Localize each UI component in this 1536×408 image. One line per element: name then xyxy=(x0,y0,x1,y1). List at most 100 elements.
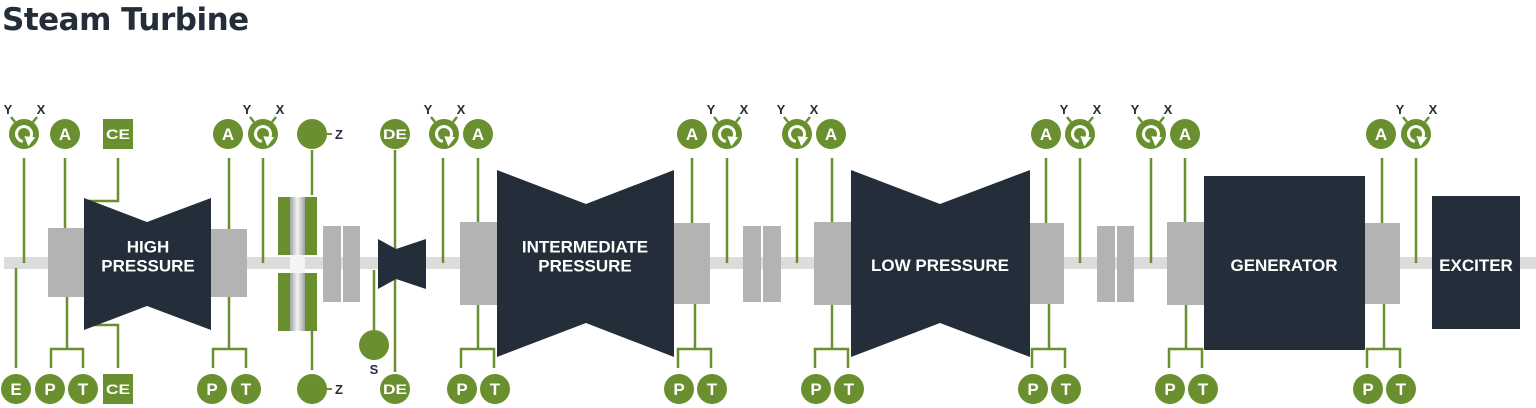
sensor-temperature[interactable]: T xyxy=(697,374,727,404)
sensor-z-axis[interactable]: Z xyxy=(297,374,343,404)
case-expansion-badge xyxy=(103,374,133,404)
sensor-differential-expansion[interactable]: DE xyxy=(380,119,410,149)
radial-sensor-badge xyxy=(782,119,812,149)
sensor-axial[interactable]: A xyxy=(816,119,846,149)
y-axis-label: Y xyxy=(777,102,786,117)
sensor-temperature[interactable]: T xyxy=(231,374,261,404)
y-axis-label: Y xyxy=(4,102,13,117)
s-axis-label: S xyxy=(370,362,379,377)
axial-sensor-badge xyxy=(677,119,707,149)
sensor-pressure[interactable]: P xyxy=(1155,374,1185,404)
bearing-lp-front xyxy=(814,222,852,305)
sensor-temperature[interactable]: T xyxy=(1386,374,1416,404)
axial-sensor-badge xyxy=(213,119,243,149)
sensor-eccentricity[interactable]: E xyxy=(1,374,31,404)
sensor-case-expansion[interactable]: CE xyxy=(103,119,133,149)
sensor-pressure[interactable]: P xyxy=(1353,374,1383,404)
differential-expansion-sensor-badge xyxy=(380,374,410,404)
bearing-lp-rear xyxy=(1030,223,1064,304)
sensor-pressure[interactable]: P xyxy=(447,374,477,404)
sensor-temperature[interactable]: T xyxy=(480,374,510,404)
radial-sensor-badge xyxy=(1136,119,1166,149)
sensor-speed[interactable]: S xyxy=(359,330,389,377)
sensor-label: T xyxy=(1198,380,1209,399)
sensor-temperature[interactable]: T xyxy=(68,374,98,404)
pressure-sensor-badge xyxy=(447,374,477,404)
sensor-label: CE xyxy=(106,381,130,397)
sensor-case-expansion[interactable]: CE xyxy=(103,374,133,404)
x-axis-label: X xyxy=(1429,102,1438,117)
sensor-label: A xyxy=(825,125,837,144)
sensor-label: A xyxy=(59,125,71,144)
temperature-sensor-badge xyxy=(834,374,864,404)
sensor-pressure[interactable]: P xyxy=(1018,374,1048,404)
coupling-2b xyxy=(763,226,781,302)
x-axis-label: X xyxy=(740,102,749,117)
x-axis-label: X xyxy=(276,102,285,117)
radial-sensor-badge xyxy=(429,119,459,149)
sensor-label: T xyxy=(1061,380,1072,399)
speed-sensor-badge xyxy=(359,330,389,360)
sensor-axial[interactable]: A xyxy=(1031,119,1061,149)
x-axis-label: X xyxy=(810,102,819,117)
thrust-collar xyxy=(278,197,317,331)
eccentricity-sensor-badge xyxy=(1,374,31,404)
bearing-hp-front xyxy=(48,228,86,297)
bearing-hp-rear xyxy=(211,229,247,297)
sensor-temperature[interactable]: T xyxy=(1188,374,1218,404)
rotation-arrow-icon xyxy=(254,125,272,143)
coupling-3b xyxy=(1117,226,1134,302)
radial-sensor-badge xyxy=(1401,119,1431,149)
sensor-temperature[interactable]: T xyxy=(1051,374,1081,404)
rotation-arrow-icon xyxy=(15,125,33,143)
sensor-label: T xyxy=(844,380,855,399)
axial-sensor-badge xyxy=(1170,119,1200,149)
sensor-axial[interactable]: A xyxy=(463,119,493,149)
sensor-axial[interactable]: A xyxy=(50,119,80,149)
sensor-pressure[interactable]: P xyxy=(801,374,831,404)
rotation-arrow-icon xyxy=(788,125,806,143)
differential-expansion-sensor-badge xyxy=(380,119,410,149)
radial-sensor-badge xyxy=(248,119,278,149)
sensor-temperature[interactable]: T xyxy=(834,374,864,404)
sensor-label: T xyxy=(1396,380,1407,399)
sensor-z-axis[interactable]: Z xyxy=(297,119,343,149)
sensor-axial[interactable]: A xyxy=(1366,119,1396,149)
sensor-axial[interactable]: A xyxy=(213,119,243,149)
sensor-pressure[interactable]: P xyxy=(35,374,65,404)
sensor-label: A xyxy=(1179,125,1191,144)
case-expansion-badge xyxy=(103,119,133,149)
y-axis-label: Y xyxy=(243,102,252,117)
bearing-gen-front xyxy=(1167,222,1205,305)
axial-sensor-badge xyxy=(463,119,493,149)
sensor-label: P xyxy=(1164,380,1175,399)
sensor-axial[interactable]: A xyxy=(677,119,707,149)
bearing-ip-rear xyxy=(674,223,710,304)
generator-label: GENERATOR xyxy=(1230,256,1337,275)
pressure-sensor-badge xyxy=(1018,374,1048,404)
temperature-sensor-badge xyxy=(68,374,98,404)
sensor-pressure[interactable]: P xyxy=(197,374,227,404)
coupling-3a xyxy=(1097,226,1115,302)
high-pressure-turbine xyxy=(84,198,211,330)
sensor-pressure[interactable]: P xyxy=(664,374,694,404)
coupling-1b xyxy=(343,226,360,302)
sensor-label: T xyxy=(490,380,501,399)
generator xyxy=(1204,176,1365,350)
high-pressure-label: PRESSURE xyxy=(101,257,195,276)
sensor-axial[interactable]: A xyxy=(1170,119,1200,149)
y-axis-label: Y xyxy=(1060,102,1069,117)
pressure-sensor-badge xyxy=(801,374,831,404)
sensor-differential-expansion[interactable]: DE xyxy=(380,374,410,404)
y-axis-label: Y xyxy=(1396,102,1405,117)
sensor-label: P xyxy=(810,380,821,399)
